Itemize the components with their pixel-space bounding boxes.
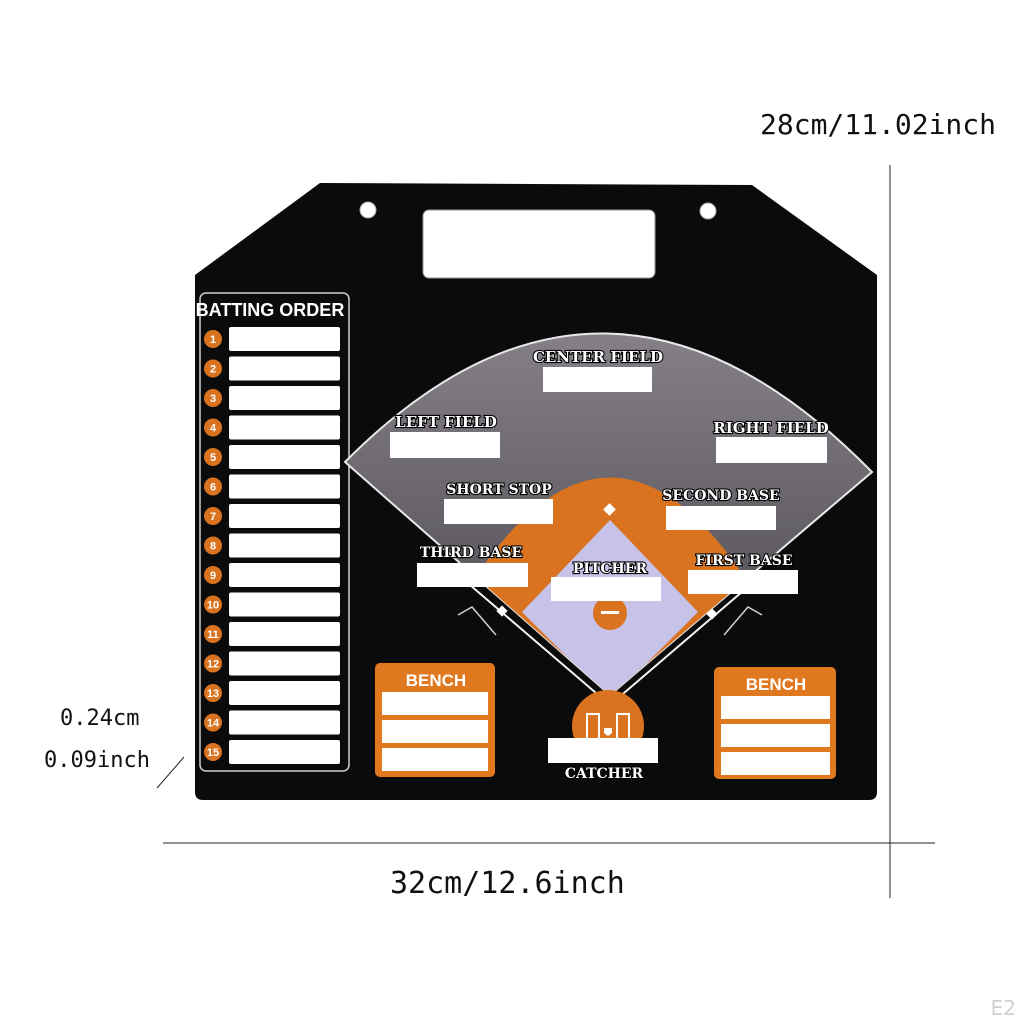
batting-number-badge xyxy=(204,536,222,555)
batting-order-title: BATTING ORDER xyxy=(196,300,345,320)
batting-order-slot[interactable] xyxy=(229,474,340,499)
pitcher-label: PITCHER xyxy=(573,561,648,577)
batting-number-badge xyxy=(204,566,222,584)
batting-order-slot[interactable] xyxy=(229,327,340,351)
batting-number-badge xyxy=(204,743,222,761)
width-dimension-label: 32cm/12.6inch xyxy=(390,866,625,901)
batting-number-badge xyxy=(204,359,222,378)
catcher-slot[interactable] xyxy=(548,738,658,763)
bench-right-slot-1[interactable] xyxy=(721,696,830,719)
batting-number-badge xyxy=(204,595,222,614)
batting-number: 9 xyxy=(210,570,216,582)
handle-cutout xyxy=(422,209,656,279)
batting-order-panel xyxy=(199,292,350,772)
bench-left-slot-2[interactable] xyxy=(382,720,488,743)
center-field-slot[interactable] xyxy=(543,367,652,392)
batting-number: 15 xyxy=(207,747,219,759)
batting-number-badge xyxy=(204,507,222,525)
batting-number: 8 xyxy=(210,541,216,553)
bench-left-slot-3[interactable] xyxy=(382,748,488,771)
watermark: E2 xyxy=(990,996,1016,1020)
coach-box-left xyxy=(457,606,497,636)
batting-number-badge xyxy=(204,418,222,437)
batting-number-badge xyxy=(204,330,222,348)
batting-number: 10 xyxy=(207,600,219,612)
batting-order-slot[interactable] xyxy=(229,415,340,440)
second-base-label: SECOND BASE xyxy=(662,488,779,504)
home-plate xyxy=(604,728,612,736)
left-field-slot[interactable] xyxy=(390,432,500,458)
third-base-slot[interactable] xyxy=(417,563,528,587)
left-field-label: LEFT FIELD xyxy=(395,413,497,431)
bench-left-slot-1[interactable] xyxy=(382,692,488,715)
thickness-inch-label: 0.09inch xyxy=(44,748,150,773)
center-field-label: CENTER FIELD xyxy=(533,348,663,366)
height-dimension-label: 28cm/11.02inch xyxy=(760,108,997,141)
batting-order-slot[interactable] xyxy=(229,504,340,528)
batting-number: 14 xyxy=(207,718,220,730)
batting-order-slot[interactable] xyxy=(229,533,340,558)
first-base-slot[interactable] xyxy=(688,570,798,594)
batting-number-badge xyxy=(204,654,222,673)
batting-number: 11 xyxy=(207,629,219,641)
batting-order-slot[interactable] xyxy=(229,563,340,587)
batting-order-slot[interactable] xyxy=(229,592,340,617)
batting-order-slot[interactable] xyxy=(229,622,340,646)
batting-number: 5 xyxy=(210,452,216,464)
short-stop-slot[interactable] xyxy=(444,499,553,524)
batting-number: 7 xyxy=(210,511,216,523)
bench-right-title: BENCH xyxy=(746,675,806,694)
batting-number: 13 xyxy=(207,688,219,700)
first-base-bag xyxy=(706,608,718,620)
batting-order-slot[interactable] xyxy=(229,445,340,469)
third-base-label: THIRD BASE xyxy=(420,545,522,561)
hanging-hole-left xyxy=(359,201,377,219)
batting-number: 6 xyxy=(210,482,216,494)
batting-number-badge xyxy=(204,684,222,702)
bench-right-slot-2[interactable] xyxy=(721,724,830,747)
batting-order-slot[interactable] xyxy=(229,386,340,410)
batting-order-slot[interactable] xyxy=(229,710,340,735)
pitchers-rubber xyxy=(601,611,619,614)
batting-number: 4 xyxy=(210,423,217,435)
batting-number-badge xyxy=(204,389,222,407)
thickness-dimension-line xyxy=(156,756,185,789)
bench-left-title: BENCH xyxy=(406,671,466,690)
batting-order-slot[interactable] xyxy=(229,356,340,381)
first-base-label: FIRST BASE xyxy=(695,553,792,569)
second-base-slot[interactable] xyxy=(666,506,776,530)
short-stop-label: SHORT STOP xyxy=(446,482,552,498)
batting-number: 2 xyxy=(210,364,216,376)
batting-number-badge xyxy=(204,625,222,643)
batting-number-badge xyxy=(204,477,222,496)
batting-number-badge xyxy=(204,713,222,732)
batting-order-slot[interactable] xyxy=(229,740,340,764)
catcher-label: CATCHER xyxy=(565,766,644,782)
thickness-cm-label: 0.24cm xyxy=(60,706,140,731)
batting-order-slot[interactable] xyxy=(229,651,340,676)
right-field-label: RIGHT FIELD xyxy=(713,419,829,437)
bench-right-panel xyxy=(714,667,836,779)
batting-order-slot[interactable] xyxy=(229,681,340,705)
pitcher-slot[interactable] xyxy=(551,577,661,601)
right-field-slot[interactable] xyxy=(716,437,827,463)
coach-box-right xyxy=(723,606,763,636)
batting-number: 12 xyxy=(207,659,219,671)
batting-number: 1 xyxy=(210,334,216,346)
hanging-hole-right xyxy=(699,202,717,220)
third-base-bag xyxy=(496,605,508,617)
bench-right-slot-3[interactable] xyxy=(721,752,830,775)
batting-number-badge xyxy=(204,448,222,466)
batting-number: 3 xyxy=(210,393,216,405)
